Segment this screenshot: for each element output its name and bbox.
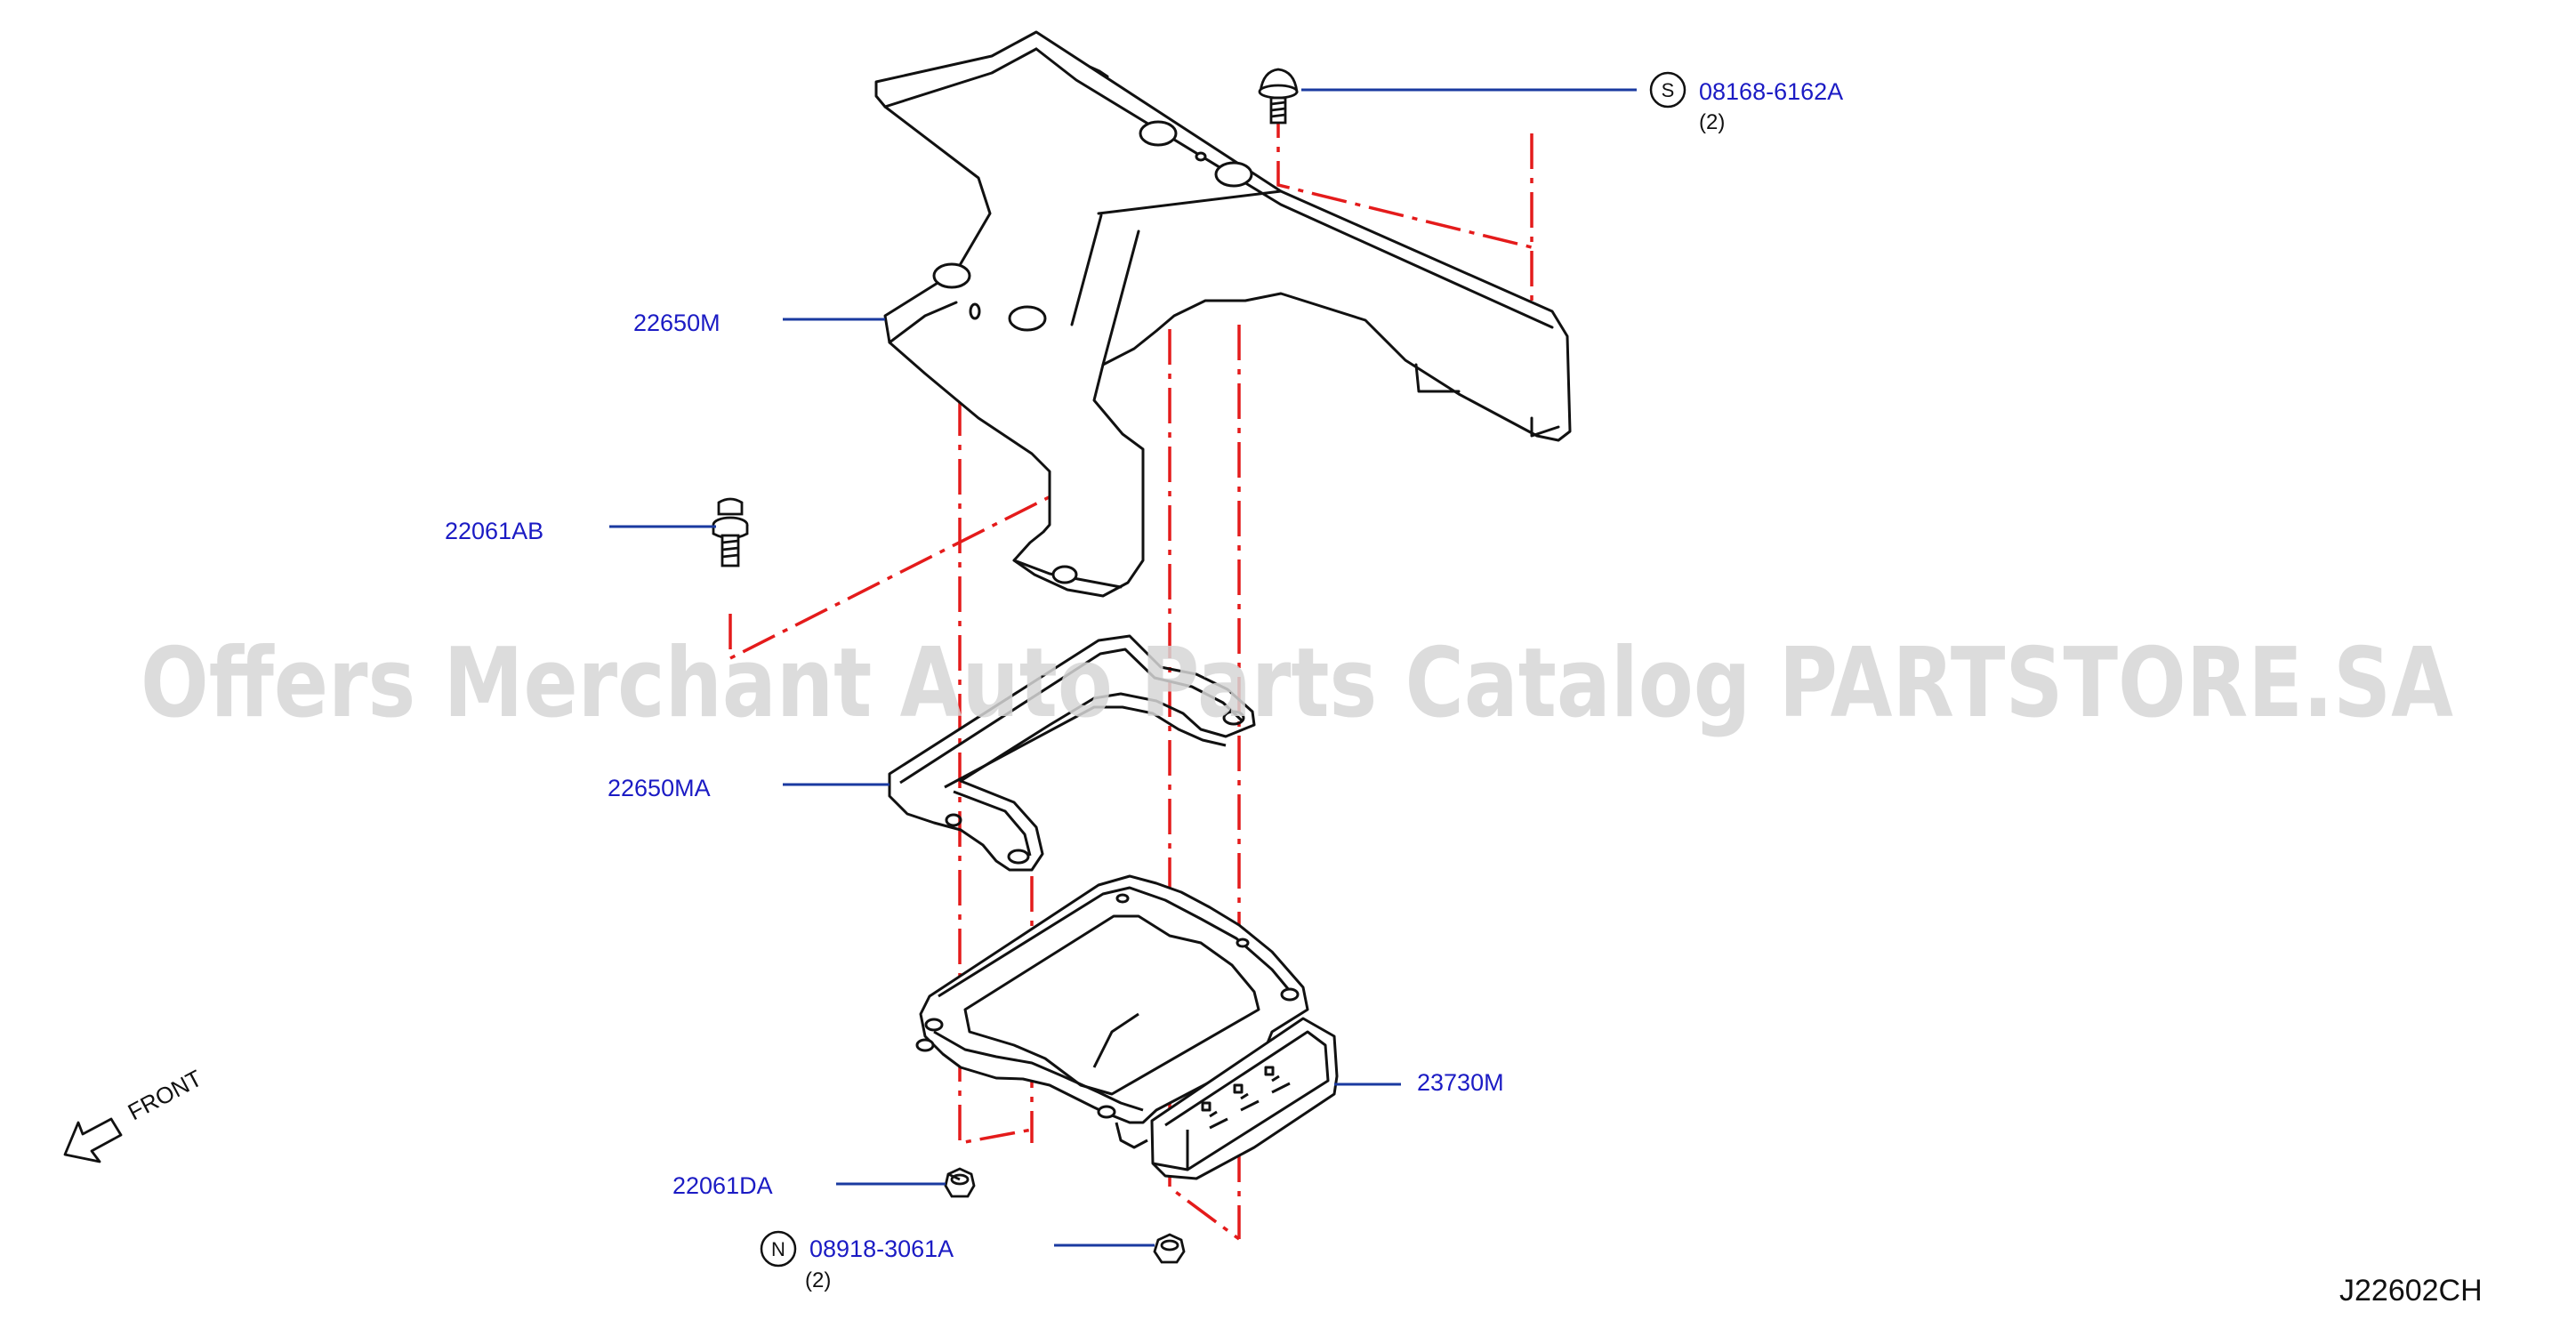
label-22061da: 22061DA [672, 1172, 773, 1199]
qty-08168-6162a: (2) [1699, 110, 1725, 134]
label-08168-6162a: 08168-6162A [1699, 78, 1843, 105]
bolt-08168-6162a [1258, 68, 1299, 125]
label-22061ab: 22061AB [445, 518, 543, 544]
symbol-n-letter: N [771, 1238, 785, 1260]
front-indicator: FRONT [63, 1065, 206, 1163]
gasket-22650ma [888, 634, 1256, 872]
label-23730m: 23730M [1417, 1069, 1504, 1096]
bolt-22061ab [712, 497, 749, 567]
nut-22061da [944, 1167, 976, 1198]
watermark: Offers Merchant Auto Parts Catalog PARTS… [141, 628, 2453, 739]
label-08918-3061a: 08918-3061A [809, 1235, 954, 1262]
label-22650ma: 22650MA [608, 775, 711, 801]
nut-08918-3061a [1153, 1233, 1186, 1264]
symbol-s-letter: S [1662, 79, 1675, 101]
qty-08918-3061a: (2) [805, 1268, 831, 1292]
front-arrow-icon [63, 1117, 123, 1163]
bracket-22650m [874, 30, 1572, 598]
part-labels: 22650M 22061AB 22650MA 23730M 22061DA 08… [445, 78, 1843, 1262]
centerlines [729, 102, 1534, 1241]
symbol-s-circle [1649, 71, 1686, 109]
control-unit-23730m [915, 874, 1339, 1180]
symbol-n: N [760, 1230, 797, 1268]
label-22650m: 22650M [633, 310, 720, 336]
diagram-code: J22602CH [2339, 1274, 2483, 1308]
symbol-n-circle [760, 1230, 797, 1268]
leader-lines [609, 88, 1637, 1247]
symbol-s: S [1649, 71, 1686, 109]
front-label: FRONT [124, 1065, 206, 1126]
